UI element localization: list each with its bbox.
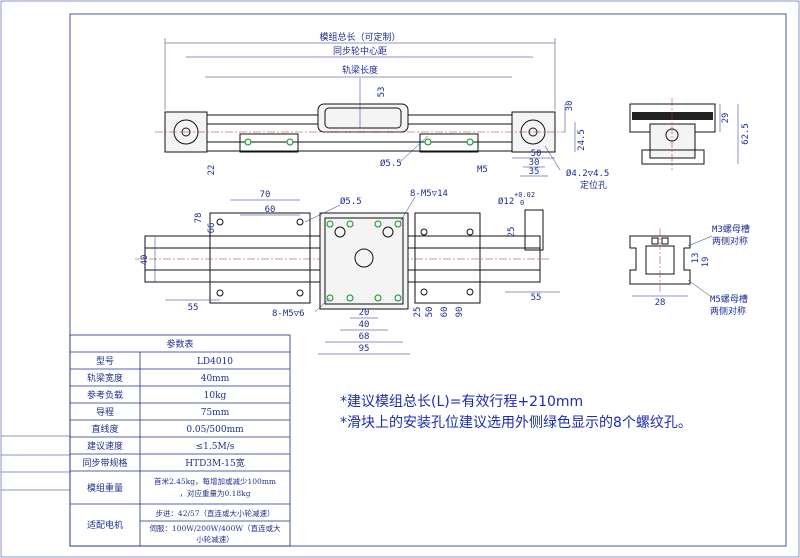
front-dim-25b: 25 [413, 307, 423, 318]
spec-value: LD4010 [197, 357, 233, 367]
top-view: 模组总长（可定制） 同步轮中心距 轨梁长度 53 30 24. [155, 31, 609, 191]
profile-m5-label: M5螺母槽 [710, 293, 748, 305]
hole-5-5-top: Ø5.5 [380, 158, 402, 169]
spec-value: ≤1.5M/s [196, 442, 235, 452]
dim-35: 35 [529, 167, 540, 177]
front-dim-40: 40 [140, 255, 150, 266]
dim-22: 22 [207, 165, 217, 176]
spec-table-title: 参数表 [166, 338, 193, 350]
profile-m5-sub: 两侧对称 [710, 305, 746, 317]
front-dim-25: 25 [507, 227, 517, 238]
spec-value: 75mm [201, 408, 230, 418]
spec-label: 轨梁宽度 [87, 372, 123, 384]
spec-label: 导程 [96, 407, 114, 418]
m5-label: M5 [477, 165, 488, 175]
spec-value: 步进：42/57（直连或大小轮减速） [155, 508, 274, 518]
spec-value-2: ，对应重量为0.18kg [179, 488, 250, 498]
front-dim-20: 20 [359, 308, 370, 318]
dim-24-5: 24.5 [577, 129, 587, 151]
side-view: 29 62.5 [629, 98, 751, 170]
profile-dim-19: 19 [701, 257, 711, 268]
spec-label: 参考负载 [87, 389, 123, 401]
front-dim-50: 50 [425, 307, 435, 318]
front-dim-78: 78 [194, 213, 204, 224]
inner-border [69, 13, 787, 547]
front-m5-6: 8-M5▽6 [272, 309, 305, 319]
profile-m3-sub: 两侧对称 [712, 235, 748, 247]
front-dim-90: 90 [455, 307, 465, 318]
note-line-1: *建议模组总长(L)=有效行程+210mm [340, 394, 583, 410]
dim-53: 53 [377, 87, 387, 98]
profile-m3-label: M3螺母槽 [712, 223, 750, 235]
front-dim-95: 95 [359, 344, 370, 354]
note-line-2: *滑块上的安装孔位建议选用外侧绿色显示的8个螺纹孔。 [340, 414, 692, 431]
front-dim-70: 70 [260, 190, 271, 200]
front-dim-40b: 40 [359, 320, 370, 330]
spec-value: 40mm [201, 374, 230, 384]
spec-table: 参数表 型号 LD4010 轨梁宽度 40mm 参考负载 10kg 导程 75m… [69, 334, 291, 547]
front-dim-60: 60 [265, 205, 276, 215]
front-hole-5-5: Ø5.5 [340, 196, 362, 207]
pulley-center-label: 同步轮中心距 [333, 45, 387, 57]
side-dim-62-5: 62.5 [741, 123, 751, 145]
spec-label: 适配电机 [87, 519, 123, 531]
front-tol-plus: +0.02 [514, 191, 535, 199]
dim-30: 30 [565, 101, 575, 112]
side-dim-29: 29 [721, 113, 731, 124]
profile-dim-13: 13 [691, 253, 701, 264]
front-dim-55-right: 55 [531, 293, 542, 303]
spec-label: 模组重量 [87, 482, 123, 494]
spec-value-2: 伺服：100W/200W/400W（直连或大 [149, 523, 281, 533]
spec-value: 首米2.45kg，每增加或减少100mm [154, 476, 276, 486]
front-view: 70 60 78 66 40 55 55 Ø5.5 8-M5▽14 8-M5▽6… [135, 189, 560, 355]
spec-value-3: 小轮减速） [196, 534, 234, 544]
rail-length-label: 轨梁长度 [342, 64, 378, 76]
front-dim-68: 68 [359, 332, 370, 342]
front-dia-12: Ø12 [498, 196, 514, 207]
spec-value: 10kg [204, 391, 227, 401]
spec-label: 型号 [96, 356, 114, 367]
spec-label: 建议速度 [87, 440, 123, 452]
total-length-label: 模组总长（可定制） [319, 31, 400, 43]
dim-30b: 30 [529, 158, 540, 168]
spec-label: 同步带规格 [82, 457, 127, 469]
spec-label: 直线度 [91, 423, 118, 435]
profile-view: 28 13 19 M3螺母槽 两侧对称 M5螺母槽 两侧对称 [629, 223, 750, 317]
dim-50: 50 [531, 149, 542, 159]
spec-value: HTD3M-15宽 [185, 457, 245, 469]
spec-value: 0.05/500mm [186, 425, 244, 435]
locating-hole-label: 定位孔 [580, 179, 607, 191]
front-dim-60b: 60 [440, 307, 450, 318]
front-dim-66: 66 [207, 223, 217, 234]
left-edge-marks [1, 435, 70, 491]
front-dim-55-left: 55 [188, 303, 199, 313]
hole-4-2: Ø4.2▽4.5 [566, 168, 609, 179]
front-tol-zero: 0 [520, 199, 524, 207]
front-m5-14: 8-M5▽14 [410, 189, 448, 199]
profile-dim-28: 28 [655, 298, 666, 308]
